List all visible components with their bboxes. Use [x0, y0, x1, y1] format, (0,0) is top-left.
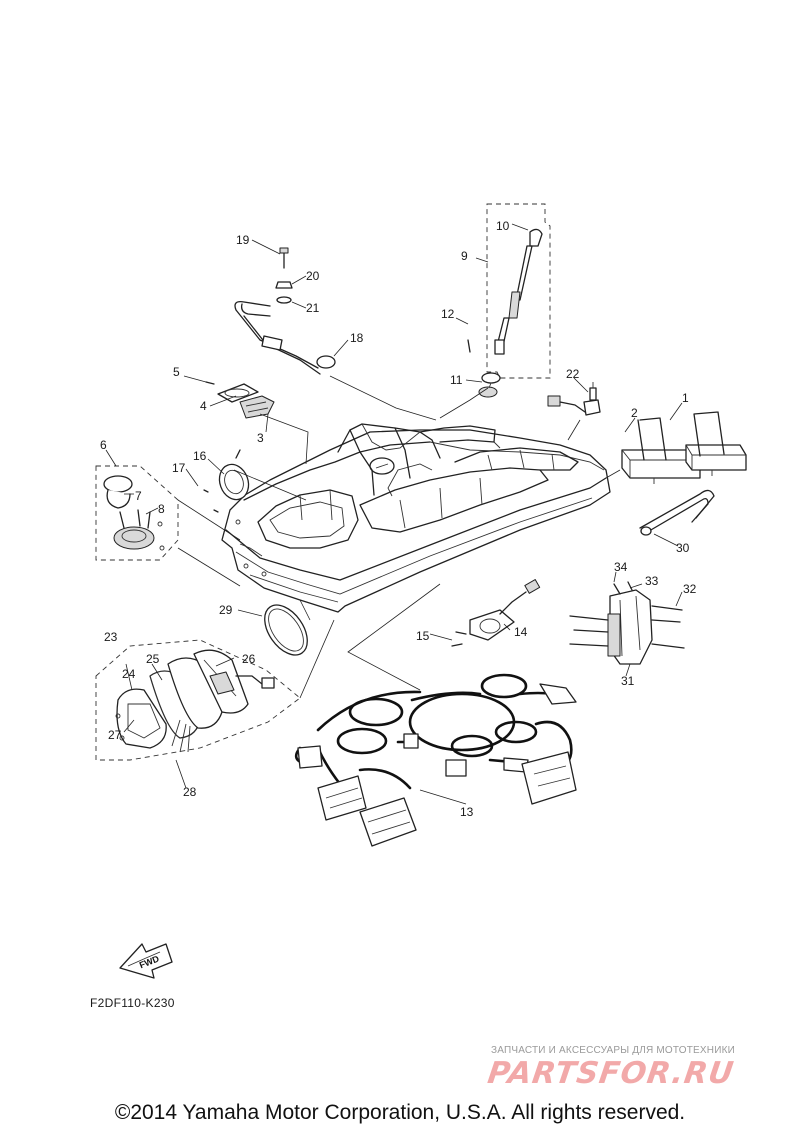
fwd-arrow-icon: FWD	[119, 943, 173, 979]
callout-31: 31	[621, 674, 635, 688]
part-30-bar	[639, 489, 715, 536]
callout-17: 17	[172, 461, 186, 475]
copyright-notice: ©2014 Yamaha Motor Corporation, U.S.A. A…	[114, 1101, 686, 1124]
figure-code: F2DF110-K230	[90, 996, 175, 1010]
callout-2: 2	[631, 406, 638, 420]
part-29-ring	[264, 604, 308, 656]
part-group-23	[95, 639, 301, 761]
part-13-harness	[294, 673, 577, 847]
callout-4: 4	[200, 399, 207, 413]
callout-34: 34	[614, 560, 628, 574]
part-22-sensor	[547, 382, 601, 416]
callout-6: 6	[100, 438, 107, 452]
callout-10: 10	[496, 219, 510, 233]
part-18-rail	[234, 247, 336, 375]
callout-9: 9	[461, 249, 468, 263]
part-31-bracket	[569, 581, 685, 665]
callout-32: 32	[683, 582, 697, 596]
callout-8: 8	[158, 502, 165, 516]
callout-29: 29	[219, 603, 233, 617]
callout-21: 21	[306, 301, 320, 315]
callout-11: 11	[450, 373, 463, 387]
callout-22: 22	[566, 367, 580, 381]
part-14-15-sensor	[451, 579, 541, 647]
part-group-6	[95, 465, 179, 561]
callout-26: 26	[242, 652, 256, 666]
callout-14: 14	[514, 625, 528, 639]
callout-7: 7	[135, 489, 142, 503]
callout-24: 24	[122, 667, 136, 681]
callout-30: 30	[676, 541, 690, 555]
callout-3: 3	[257, 431, 264, 445]
leader-lines	[105, 223, 683, 805]
callout-19: 19	[236, 233, 250, 247]
callout-1: 1	[682, 391, 689, 405]
callout-27: 27	[108, 728, 122, 742]
callout-12: 12	[441, 307, 455, 321]
callout-labels: 1 2 3 4 5 6 7 8 9 10 11 12 13 14 15 16 1…	[100, 219, 697, 819]
callout-25: 25	[146, 652, 160, 666]
callout-20: 20	[306, 269, 320, 283]
callout-28: 28	[183, 785, 197, 799]
callout-13: 13	[460, 805, 474, 819]
part-1-2-battery-trays	[621, 411, 747, 484]
callout-23: 23	[104, 630, 118, 644]
boat-hull	[221, 423, 611, 613]
watermark-logo: PARTSFOR.RU	[485, 1056, 737, 1091]
part-3-4-5-fitting	[205, 381, 275, 419]
callout-33: 33	[645, 574, 659, 588]
callout-18: 18	[350, 331, 364, 345]
callout-5: 5	[173, 365, 180, 379]
part-group-9	[467, 203, 551, 398]
callout-16: 16	[193, 449, 207, 463]
callout-15: 15	[416, 629, 430, 643]
watermark-tagline: ЗАПЧАСТИ И АКСЕССУАРЫ ДЛЯ МОТОТЕХНИКИ	[491, 1045, 736, 1056]
